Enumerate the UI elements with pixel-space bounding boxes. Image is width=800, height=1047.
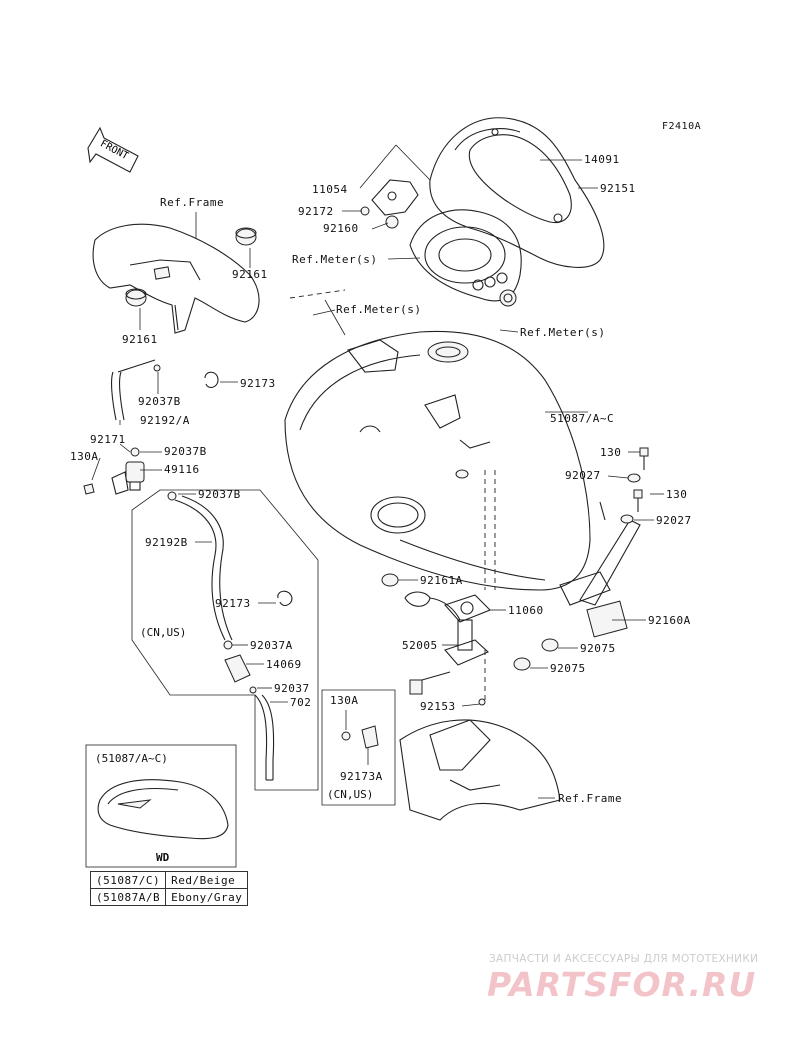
rubber-damper-92161-a: [235, 227, 257, 246]
inset-title: (51087/A~C): [95, 752, 168, 765]
meter-bracket: [360, 179, 419, 229]
label-49116: 49116: [164, 463, 200, 476]
bolt-130-b: [633, 489, 643, 512]
label-130-1: 130: [600, 446, 622, 459]
collar-92027-b: [620, 514, 634, 524]
label-92151: 92151: [600, 182, 636, 195]
label-92171: 92171: [90, 433, 126, 446]
table-cell-code: (51087A/B: [89, 888, 167, 906]
separator-49116: [125, 461, 145, 491]
clip-92037: [249, 686, 257, 694]
label-ref-frame-bottom: Ref.Frame: [558, 792, 623, 805]
hose-92192b: [174, 495, 233, 641]
label-92161-a: 92161: [232, 268, 268, 281]
label-cn-us-2: (CN,US): [327, 788, 374, 801]
table-row: (51087A/B Ebony/Gray: [89, 888, 249, 906]
label-130a-1: 130A: [70, 450, 99, 463]
bolt-130-a: [639, 447, 649, 470]
cn-us-box: [321, 689, 396, 806]
label-92037b-3: 92037B: [198, 488, 241, 501]
frame-top: [92, 223, 260, 334]
fuel-tank: [284, 330, 591, 591]
label-92160: 92160: [323, 222, 359, 235]
label-52005: 52005: [402, 639, 438, 652]
damper-92075-b: [513, 657, 531, 671]
bracket-92171: [111, 471, 129, 495]
clip-92037a: [223, 640, 233, 650]
label-92192b: 92192B: [145, 536, 188, 549]
damper-92161a: [381, 573, 399, 587]
front-arrow-icon: FRONT: [87, 126, 139, 173]
table-cell-code: (51087/C): [89, 871, 167, 889]
table-cell-color: Red/Beige: [165, 871, 249, 889]
damper-92075-a: [541, 638, 559, 652]
clamp-92173a: [361, 725, 379, 749]
wd-inset: [85, 744, 237, 868]
label-92037b-1: 92037B: [138, 395, 181, 408]
label-14069: 14069: [266, 658, 302, 671]
label-92161a: 92161A: [420, 574, 463, 587]
clip-92037b-2: [130, 447, 140, 457]
label-92172: 92172: [298, 205, 334, 218]
clamp-92173-1: [204, 371, 219, 389]
label-92027-2: 92027: [656, 514, 692, 527]
label-51087: 51087/A~C: [550, 412, 615, 425]
label-cn-us-1: (CN,US): [140, 626, 187, 639]
label-11054: 11054: [312, 183, 348, 196]
collar-92027-a: [627, 473, 641, 483]
meter-unit: [409, 209, 522, 307]
label-92075-2: 92075: [550, 662, 586, 675]
figure-code: F2410A: [662, 121, 702, 132]
label-92037b-2: 92037B: [164, 445, 207, 458]
inset-caption: WD: [156, 851, 170, 864]
alignment-line-2: [289, 289, 346, 299]
label-92173-2: 92173: [215, 597, 251, 610]
screw-92153: [478, 698, 486, 706]
table-row: (51087/C) Red/Beige: [89, 871, 249, 889]
label-ref-meter-1: Ref.Meter(s): [292, 253, 378, 266]
label-92037: 92037: [274, 682, 310, 695]
leader-lines: [91, 144, 664, 799]
label-92161-b: 92161: [122, 333, 158, 346]
label-ref-meter-2: Ref.Meter(s): [336, 303, 422, 316]
meter-cover: [429, 117, 605, 268]
clip-92037b-3: [167, 491, 177, 501]
label-130a-2: 130A: [330, 694, 359, 707]
color-table: (51087/C) Red/Beige (51087A/B Ebony/Gray: [89, 871, 249, 906]
label-92075-1: 92075: [580, 642, 616, 655]
label-92173a: 92173A: [340, 770, 383, 783]
label-92160a: 92160A: [648, 614, 691, 627]
fuel-pump-52005: [404, 591, 489, 695]
rubber-damper-92161-b: [125, 288, 147, 307]
watermark-brand: PARTSFOR.RU: [487, 965, 757, 1004]
cn-us-boundary: [131, 489, 319, 791]
valve-14069: [224, 654, 251, 683]
bolt-130a-1: [83, 483, 95, 495]
label-130-2: 130: [666, 488, 688, 501]
bolt-130a-2: [341, 731, 351, 741]
label-92027-1: 92027: [565, 469, 601, 482]
label-ref-meter-3: Ref.Meter(s): [520, 326, 606, 339]
breather-hose-92192a: [111, 359, 156, 421]
svg-text:FRONT: FRONT: [98, 138, 130, 162]
alignment-line: [484, 470, 496, 700]
clamp-92173-2: [277, 590, 293, 607]
frame-bottom: [399, 719, 561, 821]
hose-702: [254, 694, 275, 781]
label-92153: 92153: [420, 700, 456, 713]
clip-92037b-1: [153, 364, 161, 372]
label-702: 702: [290, 696, 312, 709]
watermark-tagline: ЗАПЧАСТИ И АКСЕССУАРЫ ДЛЯ МОТОТЕХНИКИ: [489, 953, 759, 965]
label-14091: 14091: [584, 153, 620, 166]
rear-bracket: [559, 501, 641, 638]
label-92037a: 92037A: [250, 639, 293, 652]
label-92192a: 92192/A: [140, 414, 190, 427]
label-ref-frame-top: Ref.Frame: [160, 196, 225, 209]
table-cell-color: Ebony/Gray: [165, 888, 249, 906]
label-11060: 11060: [508, 604, 544, 617]
label-92173-1: 92173: [240, 377, 276, 390]
